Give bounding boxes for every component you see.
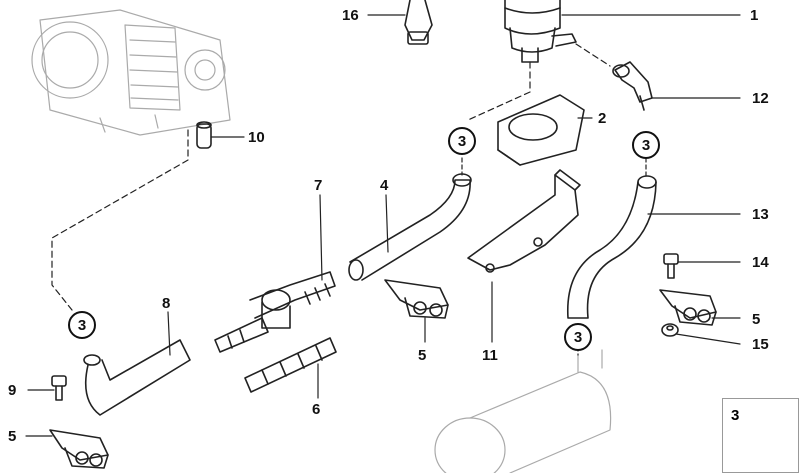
part-13-hose xyxy=(566,175,657,319)
part-4-hose xyxy=(348,173,472,281)
callout-16: 16 xyxy=(342,7,359,24)
legend-number: 3 xyxy=(731,407,740,424)
part-2-bracket xyxy=(497,94,585,166)
callout-11: 11 xyxy=(482,347,498,364)
callout-2: 2 xyxy=(598,110,607,127)
part-5-clamp-b xyxy=(659,289,717,326)
callout-13: 13 xyxy=(752,206,769,223)
throttle-body xyxy=(31,9,231,136)
dashed-connector-12 xyxy=(575,43,611,67)
callout-12: 12 xyxy=(752,90,769,107)
callout-8: 8 xyxy=(162,295,171,312)
dashed-connector-1 xyxy=(467,61,531,121)
part-10-sleeve xyxy=(196,121,212,149)
callout-7: 7 xyxy=(314,177,323,194)
part-1-valve xyxy=(504,0,577,63)
callout-15: 15 xyxy=(752,336,769,353)
dashed-connector-throttle xyxy=(51,129,189,311)
part-12-elbow xyxy=(612,61,653,111)
part-15-nut xyxy=(661,323,679,337)
part-9-bolt xyxy=(51,375,67,401)
circle-ref-3-bottom: 3 xyxy=(564,323,592,351)
part-7-connector xyxy=(214,271,336,353)
part-8-hose xyxy=(83,339,191,416)
callout-10: 10 xyxy=(248,129,265,146)
callout-5-right: 5 xyxy=(752,311,761,328)
leader-lines xyxy=(25,14,741,437)
callout-14: 14 xyxy=(752,254,769,271)
callout-9: 9 xyxy=(8,382,17,399)
part-5-clamp-c xyxy=(49,429,109,469)
circle-ref-3-right: 3 xyxy=(632,131,660,159)
callout-5-left: 5 xyxy=(8,428,17,445)
part-14-bolt xyxy=(663,253,679,279)
part-6-nipple xyxy=(244,337,337,393)
circle-ref-3-left: 3 xyxy=(68,311,96,339)
callout-1: 1 xyxy=(750,7,759,24)
part-11-bracket xyxy=(467,169,581,273)
callout-5-middle: 5 xyxy=(418,347,427,364)
part-16-clip xyxy=(404,0,433,45)
callout-6: 6 xyxy=(312,401,321,418)
legend-box: 3 xyxy=(722,398,799,473)
callout-4: 4 xyxy=(380,177,389,194)
canister xyxy=(434,349,612,473)
part-5-clamp-a xyxy=(384,279,449,319)
circle-ref-3-top: 3 xyxy=(448,127,476,155)
